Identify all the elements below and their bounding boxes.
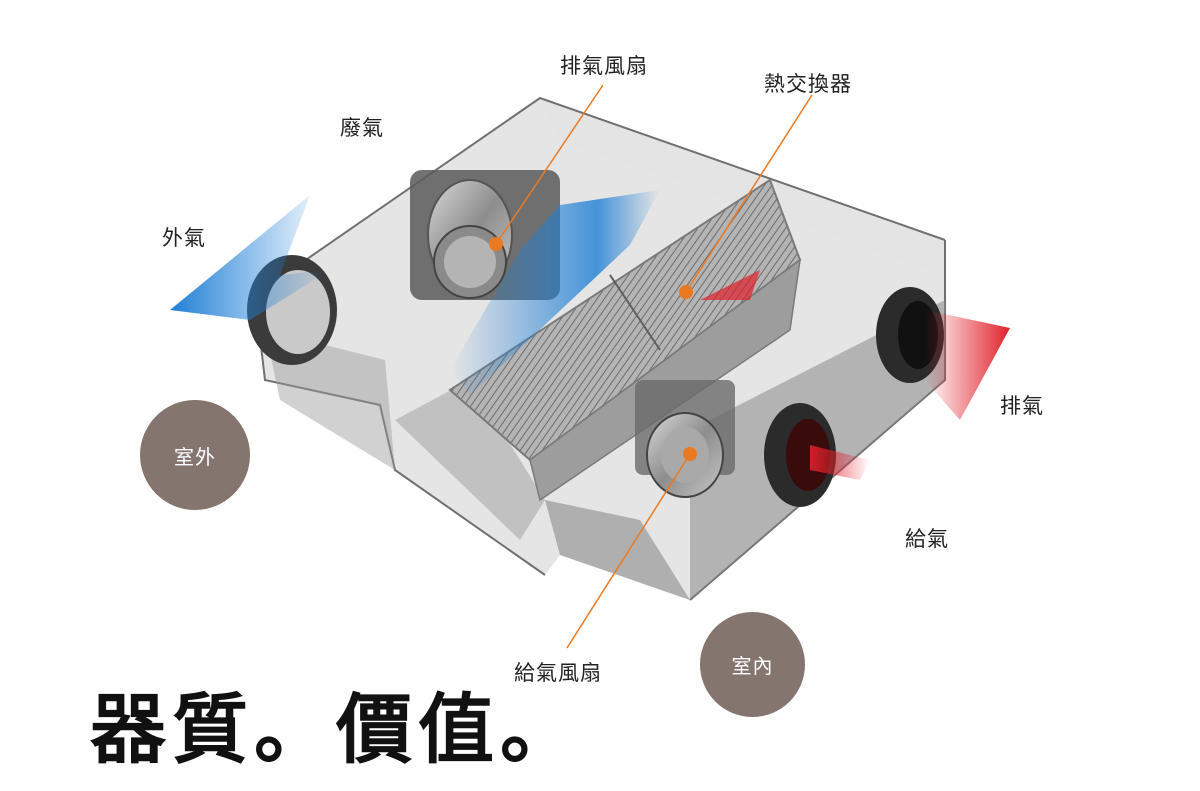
- supply-duct: [764, 403, 836, 507]
- outside-air-label: 外氣: [162, 226, 206, 250]
- waste-air-arrow: [450, 190, 660, 395]
- warm-flow-arrow: [700, 270, 760, 300]
- exhaust-arrow: [925, 310, 1010, 420]
- headline-slogan: 器質。價值。: [90, 685, 582, 774]
- exhaust-label: 排氣: [1000, 394, 1044, 418]
- supply-fan-dot: [683, 447, 697, 461]
- supply-fan-label: 給氣風扇: [514, 661, 602, 685]
- indoor-badge: 室內: [700, 612, 805, 717]
- exhaust-fan-pointer: [495, 84, 604, 245]
- exhaust-fan-dot: [489, 237, 503, 251]
- supply-fan-pointer: [566, 453, 691, 649]
- supply-air-label: 給氣: [905, 527, 949, 551]
- heat-exchanger-label: 熱交換器: [764, 72, 852, 96]
- outside-air-arrow: [170, 195, 330, 320]
- exhaust-fan-label: 排氣風扇: [560, 54, 648, 78]
- indoor-badge-label: 室內: [731, 654, 774, 678]
- waste-air-label: 廢氣: [340, 116, 384, 140]
- heat-exchanger-pointer: [685, 94, 813, 293]
- outdoor-badge-label: 室外: [174, 444, 216, 469]
- supply-air-arrow: [810, 445, 870, 480]
- heat-exchanger-dot: [679, 285, 693, 299]
- outdoor-badge: 室外: [140, 400, 250, 510]
